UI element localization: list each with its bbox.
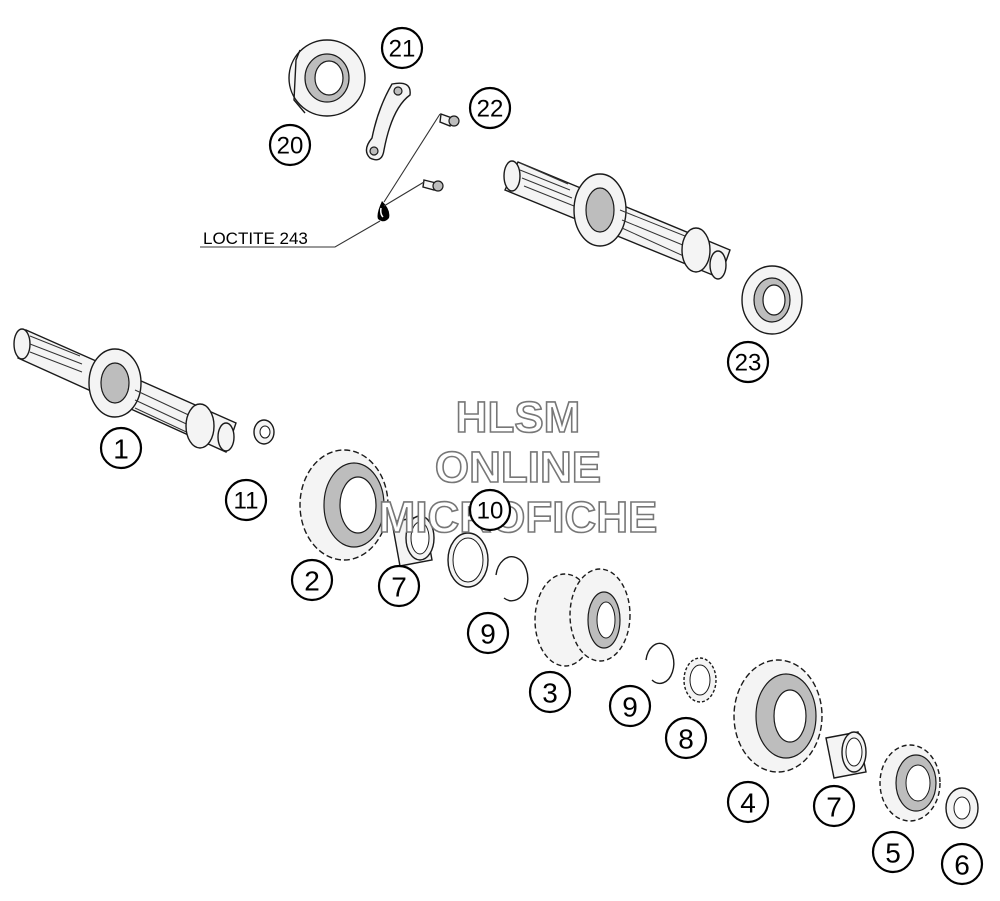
svg-text:20: 20: [277, 133, 304, 160]
callout-5: 5: [871, 830, 915, 874]
washer-part-10: [447, 532, 489, 588]
svg-text:11: 11: [234, 488, 259, 515]
callout-3: 3: [528, 670, 572, 714]
callout-4: 4: [726, 780, 770, 824]
washer-part-6: [945, 787, 979, 829]
callout-10: 10: [468, 488, 512, 532]
svg-text:7: 7: [391, 572, 407, 603]
gear-part-5: [879, 744, 941, 822]
bushing-part-7b: [825, 731, 867, 779]
svg-text:21: 21: [389, 36, 416, 63]
gear-part-4: [733, 659, 823, 773]
svg-text:6: 6: [954, 850, 970, 881]
circlip-part-9b: [645, 642, 675, 685]
gear-part-2: [299, 449, 389, 561]
callout-22: 22: [468, 86, 512, 130]
svg-text:8: 8: [678, 724, 694, 755]
watermark-line-1: HLSM: [456, 393, 581, 442]
svg-text:10: 10: [477, 498, 504, 525]
svg-text:9: 9: [622, 692, 638, 723]
watermark-line-2: ONLINE: [435, 443, 601, 492]
bearing-part-20: [288, 39, 366, 117]
retaining-bracket-part-21: [365, 82, 411, 161]
svg-text:3: 3: [542, 678, 558, 709]
callout-9a: 9: [466, 611, 510, 655]
washer-part-11: [253, 419, 275, 445]
svg-text:23: 23: [735, 350, 762, 377]
gear-part-3: [534, 568, 631, 667]
svg-text:5: 5: [885, 838, 901, 869]
svg-text:2: 2: [304, 566, 320, 597]
circlip-part-9a: [495, 556, 529, 602]
callout-23: 23: [726, 340, 770, 384]
countershaft: [503, 160, 731, 280]
svg-text:7: 7: [826, 792, 842, 823]
main-shaft-part-1: [13, 328, 237, 453]
callout-7a: 7: [377, 564, 421, 608]
watermark: HLSM ONLINE MICROFICHE: [378, 392, 658, 543]
callout-20: 20: [268, 123, 312, 167]
loctite-label: LOCTITE 243: [203, 229, 308, 248]
callout-7b: 7: [812, 784, 856, 828]
watermark-line-3: MICROFICHE: [379, 493, 658, 542]
loctite-drop-icon: [377, 201, 390, 222]
splined-washer-part-8: [683, 657, 717, 703]
screw-part-22: [422, 113, 460, 192]
svg-text:22: 22: [477, 96, 504, 123]
callout-21: 21: [380, 26, 424, 70]
callout-6: 6: [940, 842, 984, 886]
bearing-part-23: [741, 265, 803, 335]
leader-loctite: [200, 113, 441, 248]
svg-text:9: 9: [480, 619, 496, 650]
callout-2: 2: [290, 558, 334, 602]
callout-8: 8: [664, 716, 708, 760]
callout-1: 1: [99, 426, 143, 470]
svg-text:1: 1: [113, 434, 129, 465]
callout-9b: 9: [608, 684, 652, 728]
callout-11: 11: [224, 478, 268, 522]
bushing-part-7a: [391, 515, 435, 567]
svg-text:4: 4: [740, 788, 756, 819]
